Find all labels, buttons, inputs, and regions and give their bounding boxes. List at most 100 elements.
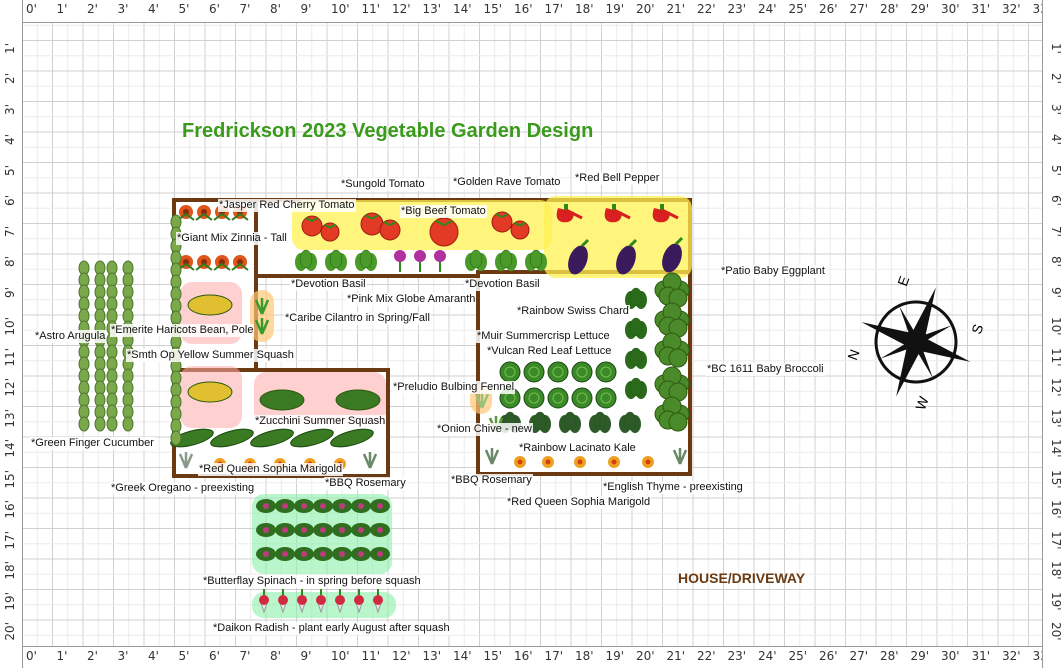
label-muir-lettuce[interactable]: *Muir Summercrisp Lettuce [476, 330, 611, 343]
label-pink-amaranth[interactable]: *Pink Mix Globe Amaranth [346, 293, 477, 306]
label-red-bell-pepper[interactable]: *Red Bell Pepper [574, 172, 661, 185]
chard-icon [625, 347, 647, 369]
fennel-icon [474, 392, 490, 409]
marigold-icon [608, 456, 620, 468]
tomato-icon [429, 217, 459, 247]
label-zucchini[interactable]: *Zucchini Summer Squash [254, 415, 387, 428]
cucumber-icon [170, 428, 214, 448]
zinnia-icon [231, 255, 249, 271]
ruler-tick: 28' [880, 2, 899, 16]
label-emerite-bean[interactable]: *Emerite Haricots Bean, Pole [110, 324, 255, 337]
rosemary-icon [484, 448, 500, 465]
label-jasper-tomato[interactable]: *Jasper Red Cherry Tomato [218, 199, 356, 212]
spinach-icon [313, 547, 333, 561]
lettuce-icon [523, 361, 545, 383]
label-bc1611-broccoli[interactable]: *BC 1611 Baby Broccoli [706, 363, 825, 376]
label-bbq-rosemary-1[interactable]: *BBQ Rosemary [324, 477, 407, 490]
ruler-tick: 12' [392, 649, 411, 663]
spinach-icon [256, 547, 276, 561]
chard-icon [625, 287, 647, 309]
vine-icon [106, 260, 118, 432]
label-golden-rave-tomato[interactable]: *Golden Rave Tomato [452, 176, 562, 189]
label-sungold-tomato[interactable]: *Sungold Tomato [340, 178, 426, 191]
ruler-tick: 12' [392, 2, 411, 16]
spinach-icon [294, 499, 314, 513]
radish-icon [335, 589, 345, 614]
radish-icon [297, 589, 307, 614]
basil-icon [355, 249, 377, 271]
label-yellow-squash[interactable]: *Smth Op Yellow Summer Squash [126, 349, 295, 362]
radish-icon [259, 589, 269, 614]
ruler-tick: 13' [422, 2, 442, 16]
label-marigold-1[interactable]: *Red Queen Sophia Marigold [198, 463, 344, 476]
spinach-icon [313, 499, 333, 513]
ruler-tick: 11' [361, 649, 381, 663]
pepper-icon [652, 204, 679, 223]
label-english-thyme[interactable]: *English Thyme - preexisting [602, 481, 744, 494]
label-big-beef-tomato[interactable]: *Big Beef Tomato [400, 205, 487, 218]
label-butterfly-spinach[interactable]: *Butterflay Spinach - in spring before s… [202, 575, 422, 588]
spinach-icon [351, 523, 371, 537]
rosemary-icon [362, 452, 378, 469]
ruler-tick: 7' [239, 649, 251, 663]
spinach-icon [370, 523, 390, 537]
broccoli-icon [654, 396, 690, 432]
spinach-icon [351, 547, 371, 561]
radish-icon [373, 589, 383, 614]
label-vulcan-lettuce[interactable]: *Vulcan Red Leaf Lettuce [486, 345, 613, 358]
label-greek-oregano[interactable]: *Greek Oregano - preexisting [110, 482, 256, 495]
label-devotion-basil-2[interactable]: *Devotion Basil [464, 278, 541, 291]
lettuce-icon [547, 361, 569, 383]
label-preludio-fennel[interactable]: *Preludio Bulbing Fennel [392, 381, 516, 394]
label-rainbow-chard[interactable]: *Rainbow Swiss Chard [516, 305, 630, 318]
spinach-icon [275, 547, 295, 561]
cucumber-icon [250, 428, 294, 448]
ruler-tick: 1' [56, 2, 68, 16]
ruler-tick: 21' [666, 2, 686, 16]
ruler-tick: 18' [575, 2, 594, 16]
ruler-tick: 27' [849, 2, 869, 16]
label-daikon-radish[interactable]: *Daikon Radish - plant early August afte… [212, 622, 451, 635]
ruler-tick: 13' [422, 649, 442, 663]
eggplant-icon [568, 238, 590, 275]
compass-w-label: W [912, 394, 932, 412]
lettuce-icon [547, 387, 569, 409]
eggplant-icon [662, 236, 684, 273]
cucumber-icon [210, 428, 254, 448]
kale-icon [619, 411, 641, 433]
label-green-cucumber[interactable]: *Green Finger Cucumber [30, 437, 155, 450]
zinnia-icon [213, 255, 231, 271]
ruler-tick: 28' [880, 649, 899, 663]
label-lacinato-kale[interactable]: *Rainbow Lacinato Kale [518, 442, 637, 455]
label-patio-eggplant[interactable]: *Patio Baby Eggplant [720, 265, 826, 278]
label-onion-chive[interactable]: *Onion Chive - new [436, 423, 533, 436]
ruler-tick: 19' [605, 649, 625, 663]
ruler-tick: 11' [361, 2, 381, 16]
ruler-tick: 25' [788, 2, 808, 16]
ruler-tick: 6' [209, 649, 220, 663]
label-devotion-basil-1[interactable]: *Devotion Basil [290, 278, 367, 291]
label-bbq-rosemary-2[interactable]: *BBQ Rosemary [450, 474, 533, 487]
basil-icon [295, 249, 317, 271]
broccoli-icon [654, 332, 690, 368]
tomato-icon [379, 219, 401, 241]
spinach-icon [275, 523, 295, 537]
ruler-bottom: 0'1'2'3'4'5'6'7'8'9'10'11'12'13'14'15'16… [0, 646, 1064, 669]
spinach-icon [370, 499, 390, 513]
radish-icon [316, 589, 326, 614]
label-caribe-cilantro[interactable]: *Caribe Cilantro in Spring/Fall [284, 312, 431, 325]
cucumber-icon [290, 428, 334, 448]
basil-icon [495, 249, 517, 271]
label-astro-arugula[interactable]: *Astro Arugula [34, 330, 107, 343]
compass-s-label: S [968, 322, 986, 336]
cilantro-icon [254, 318, 270, 335]
label-zinnia[interactable]: *Giant Mix Zinnia - Tall [176, 232, 288, 245]
ruler-tick: 24' [758, 649, 777, 663]
ruler-tick: 24' [758, 2, 777, 16]
ruler-tick: 4' [148, 2, 159, 16]
ruler-tick: 3' [117, 2, 129, 16]
ruler-tick: 2' [87, 649, 98, 663]
ruler-tick: 2' [87, 2, 98, 16]
label-marigold-2[interactable]: *Red Queen Sophia Marigold [506, 496, 652, 509]
ruler-tick: 30' [941, 649, 960, 663]
